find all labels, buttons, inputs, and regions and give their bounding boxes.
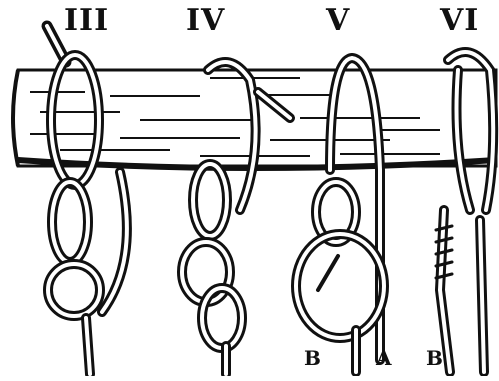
rope-end-label-b: B: [304, 348, 322, 368]
step-label-iv: IV: [186, 6, 225, 36]
step-label-v: V: [326, 6, 350, 36]
step-label-vi: VI: [440, 6, 479, 36]
rope-end-label-a: A: [376, 348, 393, 368]
rope-end-label-b-step-6: B: [426, 348, 444, 368]
step-label-iii: III: [64, 6, 109, 36]
